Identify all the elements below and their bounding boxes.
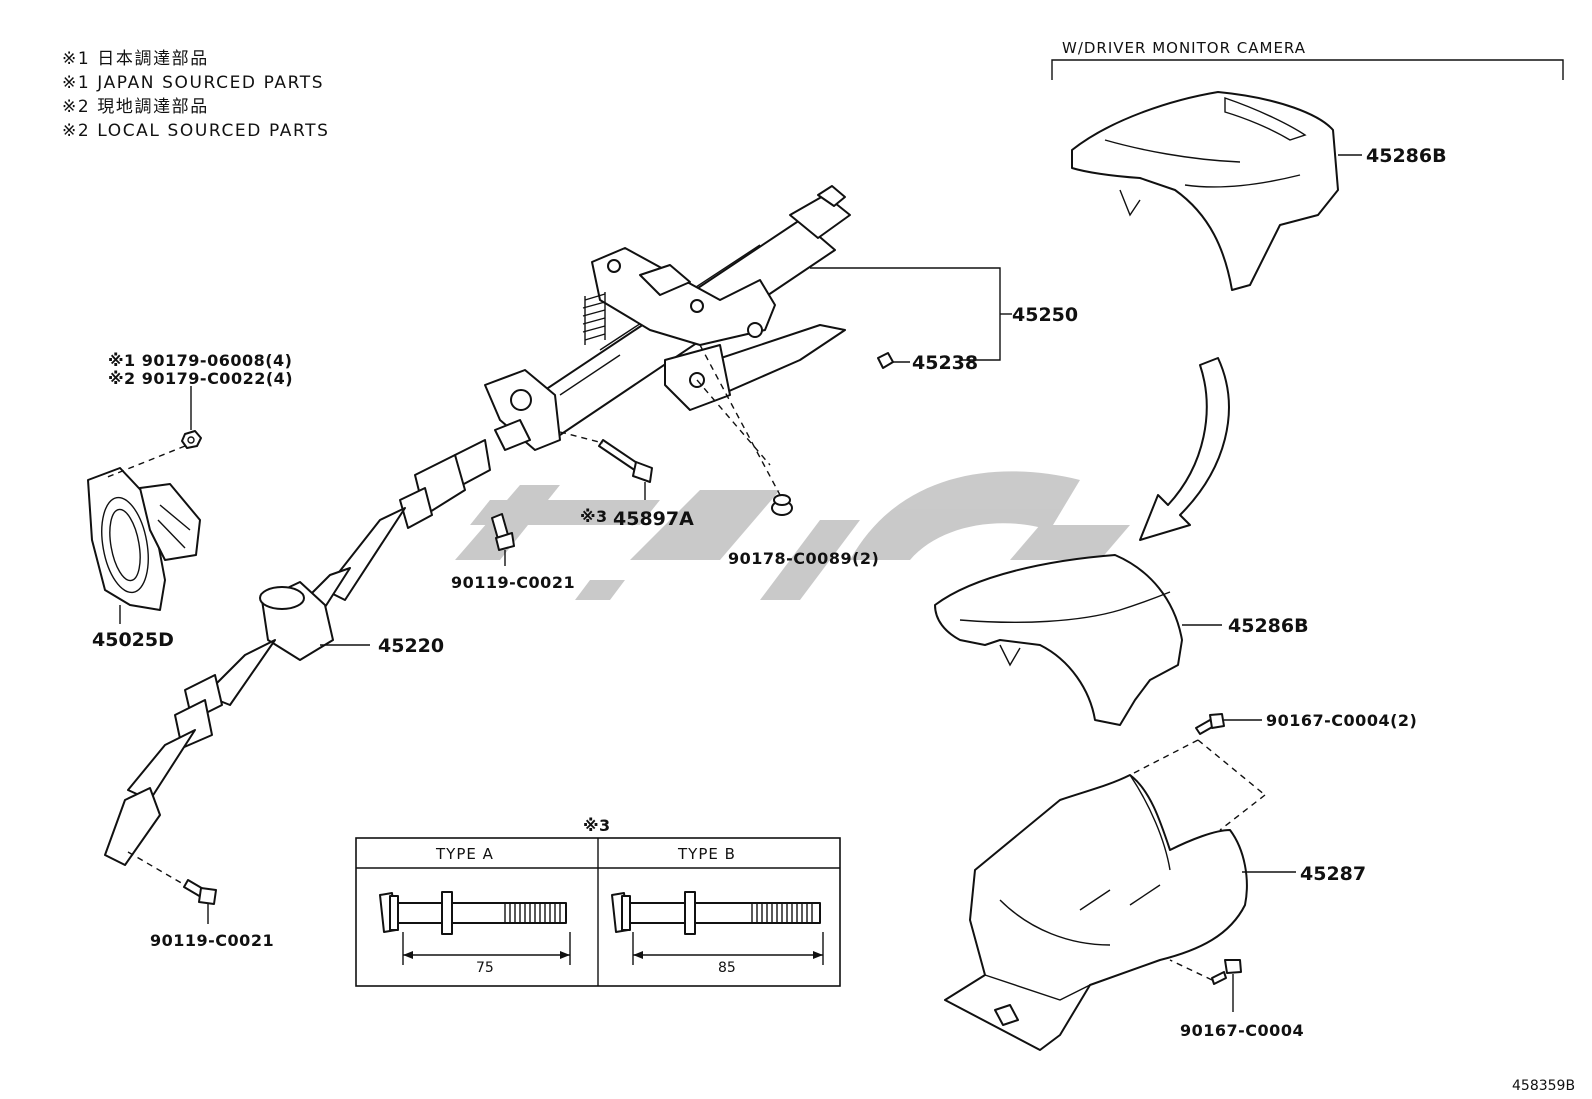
label-90167-single: 90167-C0004 [1180, 1021, 1304, 1040]
variant-bracket-line [1051, 59, 1564, 80]
gear-end-yoke [104, 787, 161, 866]
lower-cover-45287: 45287 [944, 774, 1366, 1051]
upper-ujoint-lower-yoke [399, 487, 433, 529]
bracket-hole-right [747, 322, 763, 338]
legend-line-1: ※1 日本調達部品 [62, 49, 209, 69]
label-90119-upper: 90119-C0021 [451, 573, 575, 592]
watermark-logo [455, 471, 1130, 600]
type-a-length: 75 [476, 960, 494, 976]
legend-line-3: ※2 現地調達部品 [62, 97, 209, 117]
variant-bracket: W/DRIVER MONITOR CAMERA [1051, 39, 1564, 80]
label-45238: 45238 [912, 352, 978, 374]
lower-ujoint-shaft [127, 729, 196, 801]
label-90179-a: ※1 90179-06008(4) [108, 351, 292, 370]
screw-90167-single: 90167-C0004 [1169, 959, 1304, 1040]
label-90178: 90178-C0089(2) [728, 549, 879, 568]
label-45286b-top: 45286B [1366, 145, 1447, 167]
callout-45250-group: 45250 45238 [810, 267, 1078, 374]
bolt-90119-lower: 90119-C0021 [150, 879, 274, 950]
screw-90167-pair: 90167-C0004(2) [1129, 711, 1417, 831]
tilt-spring [582, 292, 606, 345]
label-45897a: 45897A [613, 508, 694, 530]
hole-cover-45025d: 45025D [87, 467, 201, 651]
bolt-90119-upper: 90119-C0021 [451, 513, 575, 592]
diagram-id: 458359B [1512, 1078, 1575, 1094]
clip-45238 [877, 352, 894, 369]
mark-45897a: ※3 [580, 507, 608, 526]
label-45220: 45220 [378, 635, 444, 657]
bolt-type-b: 85 [611, 891, 824, 976]
label-90167-pair: 90167-C0004(2) [1266, 711, 1417, 730]
bracket-hole-left [607, 259, 621, 273]
upper-cover: 45286B [934, 554, 1309, 726]
nut-90178: 90178-C0089(2) [728, 494, 879, 568]
type-b-label: TYPE B [677, 845, 736, 863]
nut-90179: ※1 90179-06008(4) ※2 90179-C0022(4) [104, 351, 293, 479]
legend-line-2: ※1 JAPAN SOURCED PARTS [62, 73, 324, 93]
label-45287: 45287 [1300, 863, 1366, 885]
legend-line-4: ※2 LOCAL SOURCED PARTS [62, 121, 330, 141]
type-a-label: TYPE A [435, 845, 494, 863]
steering-column-assembly [484, 185, 851, 451]
bracket-hole-mid [690, 299, 704, 313]
lower-shaft [204, 639, 276, 706]
variant-arrow [1139, 357, 1230, 541]
intermediate-shaft: 45220 [104, 439, 491, 889]
column-lower-shaft [494, 419, 531, 451]
label-45250: 45250 [1012, 304, 1078, 326]
variant-note: W/DRIVER MONITOR CAMERA [1062, 39, 1306, 57]
bolt-type-a: 75 [379, 891, 571, 976]
bolt-45897a: ※3 45897A [559, 431, 694, 530]
upper-cover-with-camera: 45286B [1071, 91, 1447, 291]
type-b-length: 85 [718, 960, 736, 976]
bracket-plate [639, 264, 691, 296]
column-shaft-tip [817, 185, 846, 207]
label-90179-b: ※2 90179-C0022(4) [108, 369, 293, 388]
label-90119-lower: 90119-C0021 [150, 931, 274, 950]
table-mark: ※3 [583, 816, 611, 835]
label-45025d: 45025D [92, 629, 174, 651]
sourcing-legend: ※1 日本調達部品 ※1 JAPAN SOURCED PARTS ※2 現地調達… [62, 49, 330, 141]
bolt-type-table: ※3 TYPE A TYPE B 75 [355, 816, 841, 987]
label-45286b: 45286B [1228, 615, 1309, 637]
yoke-bore [510, 389, 532, 411]
